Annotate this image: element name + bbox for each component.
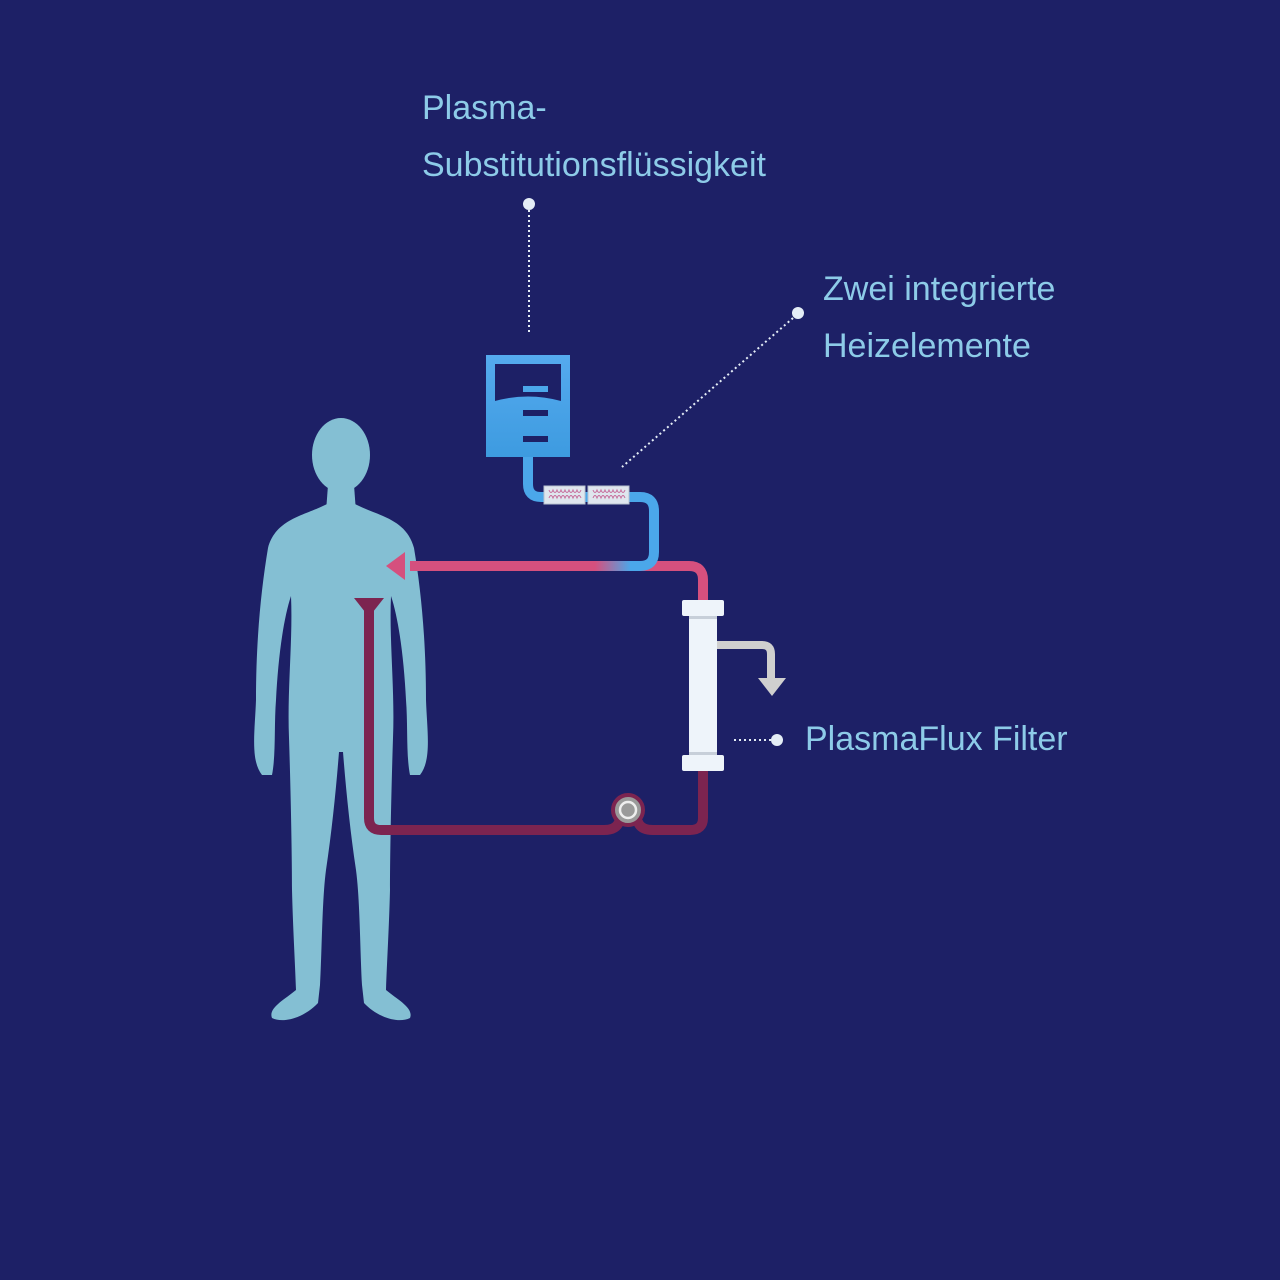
substitution-fluid-line xyxy=(523,457,659,571)
leader-line-filter xyxy=(734,734,783,746)
blood-pump-icon xyxy=(611,793,645,827)
human-body-silhouette xyxy=(254,418,428,1021)
substitution-fluid-bag-icon xyxy=(486,355,570,457)
return-arrow-icon xyxy=(386,552,405,580)
label-heating-line-1: Zwei integrierte xyxy=(823,270,1056,308)
heating-element-1 xyxy=(543,485,586,505)
return-blood-line xyxy=(410,561,708,610)
plasma-waste-line xyxy=(717,641,775,680)
mixing-point xyxy=(595,561,631,571)
leader-line-heating xyxy=(621,307,804,468)
venous-inlet-arrow-icon xyxy=(354,598,384,617)
label-heating-line-2: Heizelemente xyxy=(823,327,1031,365)
label-plasma-line-2: Substitutionsflüssigkeit xyxy=(422,146,766,184)
heating-element-2 xyxy=(587,485,630,505)
label-plasma-substitution-fluid: Plasma- Substitutionsflüssigkeit xyxy=(422,80,766,194)
label-filter-text: PlasmaFlux Filter xyxy=(805,720,1068,758)
label-plasmaflux-filter: PlasmaFlux Filter xyxy=(805,711,1068,768)
plasmaflux-filter-icon xyxy=(682,600,724,771)
waste-arrow-icon xyxy=(758,678,786,696)
label-heating-elements: Zwei integrierte Heizelemente xyxy=(823,261,1055,375)
venous-blood-line xyxy=(364,600,708,835)
leader-line-plasma xyxy=(523,198,535,333)
label-plasma-line-1: Plasma- xyxy=(422,89,547,127)
